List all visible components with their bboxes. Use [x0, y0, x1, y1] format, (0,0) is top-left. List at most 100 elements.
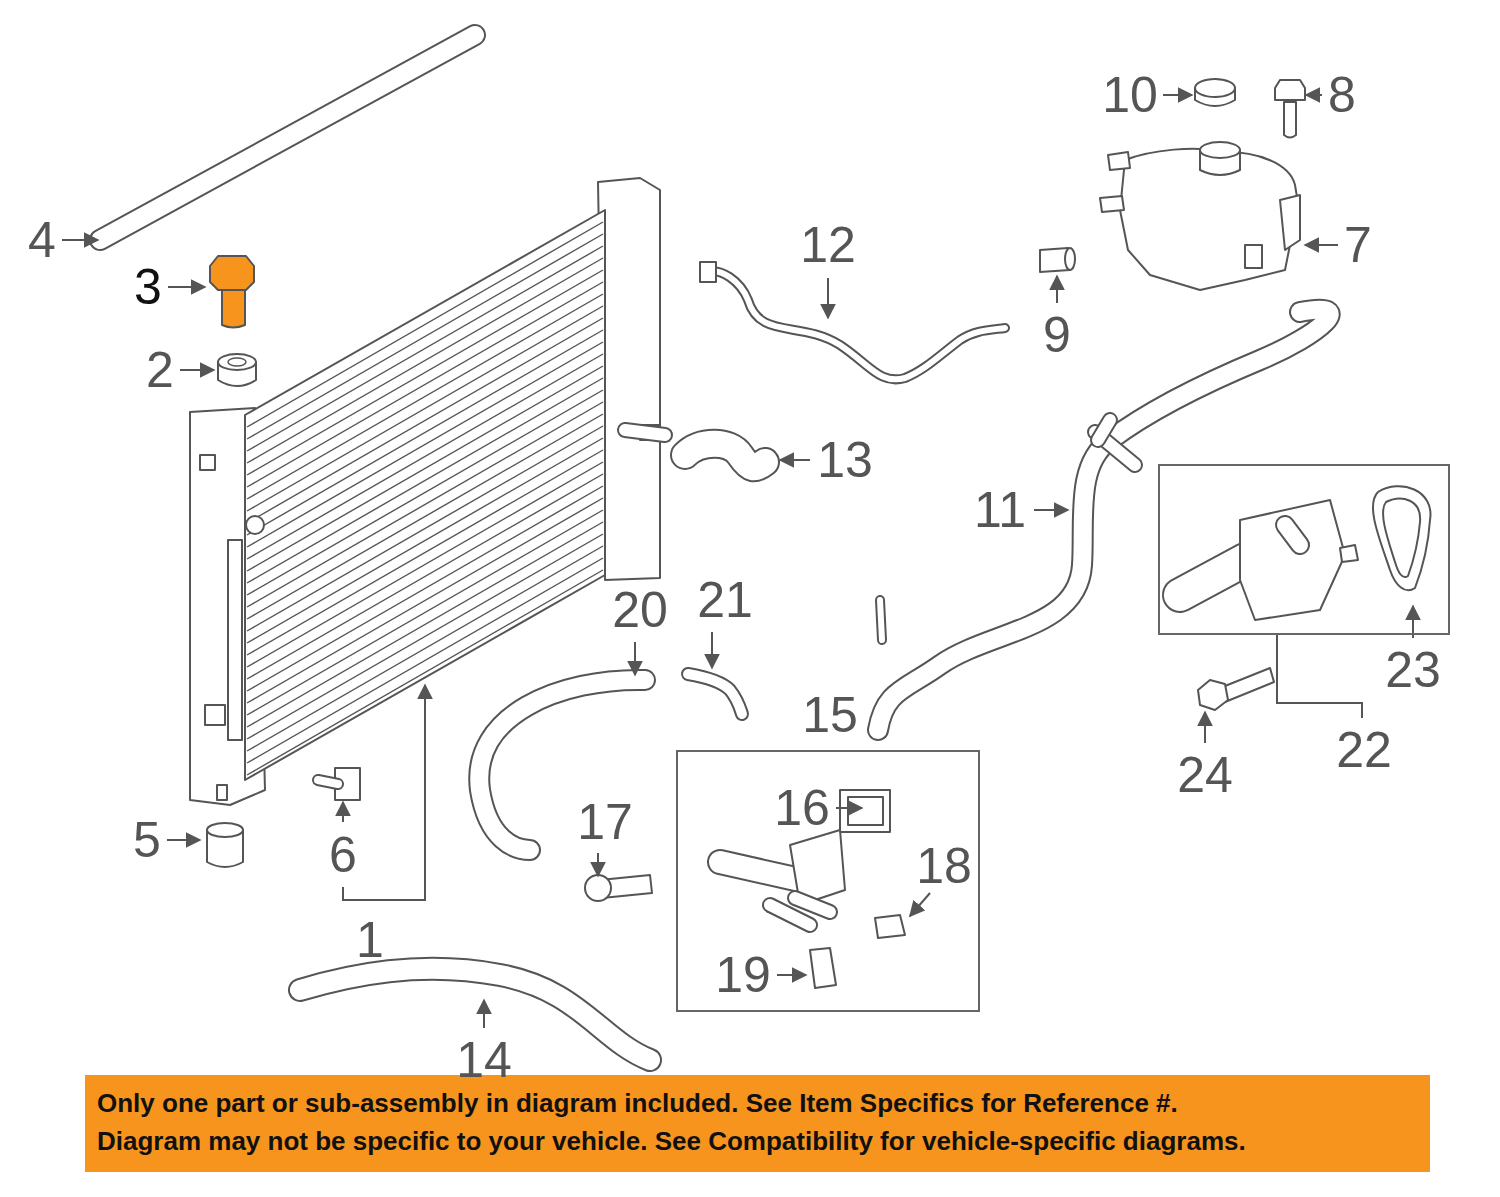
callout-number: 16	[774, 783, 830, 833]
radiator-pin	[217, 785, 227, 800]
housing-gasket	[1373, 486, 1431, 590]
tank-port	[246, 516, 264, 534]
notice-band	[85, 1075, 1430, 1172]
radiator-outlet	[625, 430, 665, 435]
callout-number: 4	[28, 215, 56, 265]
housing-neck	[1285, 525, 1300, 545]
bushing-top	[218, 354, 256, 370]
clip-pin	[318, 780, 338, 784]
callout-number: 1	[356, 915, 384, 965]
housing-port	[1340, 545, 1358, 562]
hose-fitting	[1098, 420, 1110, 440]
bolt-head	[1275, 80, 1305, 100]
housing-neck	[1285, 525, 1300, 545]
cooler-tube	[720, 862, 800, 880]
leader-line	[711, 632, 713, 668]
leader-line	[836, 807, 862, 809]
bolt-head	[585, 875, 611, 901]
tank-boss	[205, 705, 225, 725]
callout-number: 6	[329, 830, 357, 880]
leader-line	[827, 278, 829, 318]
leader-line	[1305, 244, 1338, 246]
callout-number: 12	[800, 220, 856, 270]
hose-end	[880, 600, 882, 640]
cooler-tube	[720, 862, 800, 880]
leader-line	[62, 239, 98, 241]
bolt-shank	[1284, 102, 1296, 138]
group-box: 22	[1158, 464, 1450, 635]
callout-number: 21	[697, 575, 753, 625]
leader-line	[777, 974, 806, 976]
reservoir-mount	[1280, 195, 1300, 250]
elbow-hose	[685, 444, 765, 468]
seal-strip	[100, 35, 475, 240]
callout-number: 23	[1385, 645, 1441, 695]
radiator-tank	[598, 178, 660, 580]
leader-line	[1056, 276, 1058, 303]
radiator-pipe	[228, 540, 242, 740]
elbow-hose	[685, 444, 765, 468]
reservoir-port	[1108, 152, 1130, 170]
gasket-inner	[848, 797, 883, 825]
leader-line	[634, 642, 636, 675]
callout-number: 3	[134, 262, 162, 312]
cooler-nipple	[795, 898, 830, 912]
tank-boss	[200, 455, 215, 470]
callout-number: 17	[577, 797, 633, 847]
bolt-head	[1198, 680, 1228, 710]
callout-number: 22	[1336, 725, 1392, 775]
hose-fitting	[1098, 420, 1110, 440]
callout-number: 7	[1344, 220, 1372, 270]
callout-number: 5	[133, 815, 161, 865]
group-bracket	[1277, 635, 1362, 718]
bleed-tube	[708, 271, 1005, 379]
gasket-inner	[1383, 499, 1420, 577]
leader-line	[1163, 94, 1192, 96]
thermostat-housing	[1240, 500, 1345, 620]
callout-number: 24	[1177, 750, 1233, 800]
clip-pin	[318, 780, 338, 784]
reservoir-neck-top	[1200, 142, 1240, 158]
small-hose	[688, 674, 742, 714]
callout-number: 8	[1328, 70, 1356, 120]
leader-line	[597, 853, 599, 876]
leader-line	[167, 839, 200, 841]
hose-end	[880, 600, 882, 640]
bushing-top	[207, 823, 243, 837]
callout-number: 20	[612, 585, 668, 635]
seal-strip	[100, 35, 475, 240]
callout-number: 10	[1102, 70, 1158, 120]
leader-line	[342, 802, 344, 822]
thermostat-outlet	[1180, 560, 1245, 595]
callout-number: 9	[1043, 310, 1071, 360]
callout-number: 13	[817, 435, 873, 485]
callout-number: 2	[146, 345, 174, 395]
bolt-head	[210, 256, 254, 290]
coolant-reservoir	[1120, 149, 1300, 290]
bleed-tube	[708, 271, 1005, 379]
cooler-nipple	[795, 898, 830, 912]
callout-number: 11	[974, 485, 1026, 535]
pressure-cap-top	[1195, 79, 1235, 97]
bypass-hose	[479, 680, 645, 850]
notice-text: Diagram may not be specific to your vehi…	[97, 1128, 1246, 1154]
callout-number: 15	[802, 690, 858, 740]
leader-line	[1306, 94, 1322, 96]
leader-line	[483, 1000, 485, 1028]
leader-line	[180, 369, 214, 371]
callout-number: 19	[715, 950, 771, 1000]
leader-line	[1034, 509, 1068, 511]
small-hose	[688, 674, 742, 714]
tube-clip	[700, 262, 716, 282]
plug-end	[1065, 248, 1075, 270]
leader-line	[780, 459, 810, 461]
callout-number: 18	[916, 841, 972, 891]
leader-line	[168, 286, 205, 288]
reservoir-port	[1245, 245, 1262, 268]
oil-cooler-gasket	[840, 790, 890, 832]
notice-text: Only one part or sub-assembly in diagram…	[97, 1090, 1178, 1116]
leader-line	[1204, 712, 1206, 743]
leader-line	[910, 893, 930, 916]
hose-fitting	[875, 915, 905, 938]
